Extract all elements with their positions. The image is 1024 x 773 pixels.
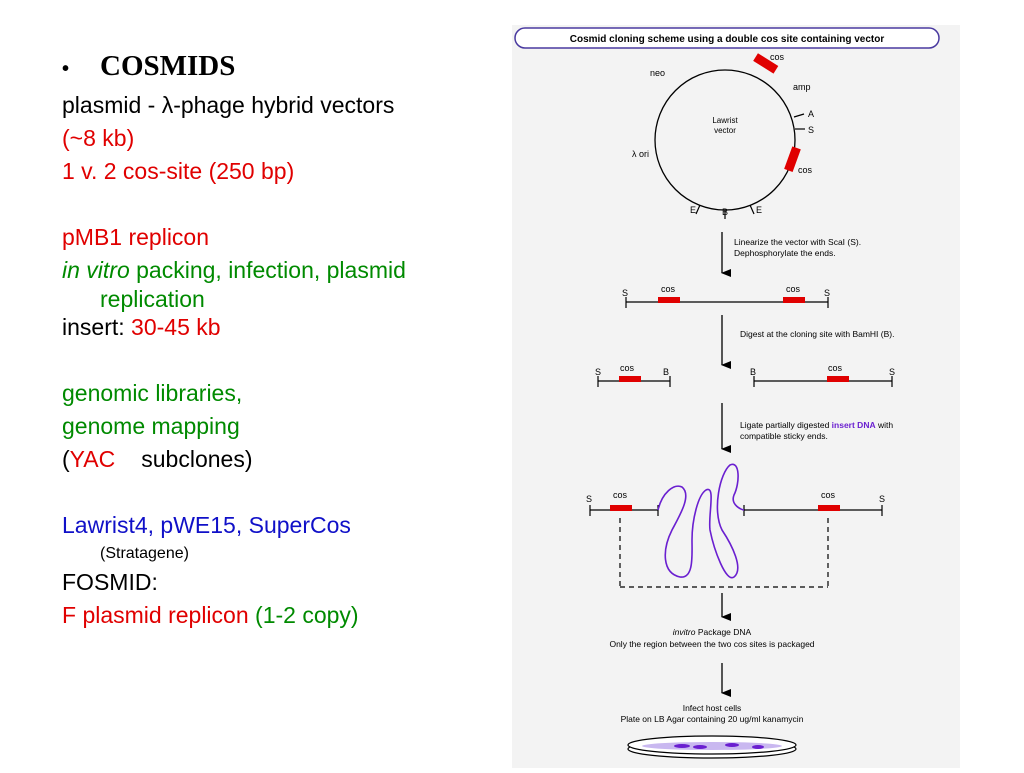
step3-pre: Ligate partially digested: [740, 420, 832, 430]
lig-cos-right: cos: [821, 490, 836, 500]
frag-cos-right: cos: [828, 363, 843, 373]
neo-label: neo: [650, 68, 665, 78]
mapping-line: genome mapping: [62, 413, 240, 439]
plasmid-label-2: vector: [714, 126, 736, 135]
frag-s-left: S: [595, 367, 601, 377]
stratagene-line: (Stratagene): [100, 545, 189, 562]
yac-text: YAC: [69, 446, 116, 472]
packing-line: in vitro packing, infection, plasmid: [62, 254, 512, 287]
petri-dish: [627, 735, 797, 759]
f-replicon-line: F plasmid replicon (1-2 copy): [62, 599, 512, 632]
title-bullet: •: [62, 58, 70, 80]
step5-text-2: Plate on LB Agar containing 20 ug/ml kan…: [621, 714, 804, 724]
frag-b-right: B: [750, 367, 756, 377]
step3-text-2: compatible sticky ends.: [740, 431, 828, 441]
frag-cos-left: cos: [620, 363, 635, 373]
yac-open: (: [62, 446, 70, 472]
lin-s-left: S: [622, 288, 628, 298]
plasmid-label-1: Lawrist: [712, 116, 738, 125]
lig-cos-left: cos: [613, 490, 628, 500]
step4-package: Package DNA: [695, 627, 751, 637]
diagram-title-frame: [514, 27, 940, 49]
cosmid-diagram-svg: Cosmid cloning scheme using a double cos…: [514, 27, 940, 759]
spacer: [62, 188, 512, 221]
f-replicon-text: F plasmid replicon: [62, 602, 249, 628]
linearized-vector: [625, 297, 829, 308]
ligated-product: [589, 463, 883, 579]
step3-insert-dna: insert DNA: [832, 420, 876, 430]
plasmid-circle: [654, 69, 796, 211]
fosmid-line: FOSMID:: [62, 569, 158, 595]
package-region-dashed: [619, 518, 829, 588]
step5-text-1: Infect host cells: [683, 703, 742, 713]
text-panel: • COSMIDS plasmid - λ-phage hybrid vector…: [62, 48, 512, 632]
step4-invitro: invitro: [673, 627, 696, 637]
spacer: [62, 344, 512, 377]
yac-line: (YAC subclones): [62, 443, 512, 476]
copy-text: (1-2 copy): [255, 602, 359, 628]
cos-marker-right: [784, 146, 801, 172]
hybrid-line: plasmid - λ-phage hybrid vectors: [62, 92, 395, 118]
yac-rest: subclones): [141, 446, 253, 472]
cosmid-diagram: Cosmid cloning scheme using a double cos…: [512, 25, 960, 768]
lin-s-right: S: [824, 288, 830, 298]
cos-site-line: 1 v. 2 cos-site (250 bp): [62, 158, 295, 184]
e-site-label-right: E: [756, 205, 762, 215]
e-site-label-left: E: [690, 205, 696, 215]
lig-s-right: S: [879, 494, 885, 504]
packing-line-cont: replication: [100, 286, 205, 312]
slide-title: • COSMIDS: [62, 48, 512, 87]
amp-label: amp: [793, 82, 811, 92]
packing-text: packing, infection, plasmid: [129, 257, 406, 283]
frag-b-left: B: [663, 367, 669, 377]
diagram-title: Cosmid cloning scheme using a double cos…: [570, 34, 885, 45]
step1-text-1: Linearize the vector with ScaI (S).: [734, 237, 861, 247]
replicon-line: pMB1 replicon: [62, 224, 210, 250]
cos-marker-top: [753, 53, 779, 74]
in-vitro-text: in vitro: [62, 257, 130, 283]
step3-text-1: Ligate partially digested insert DNA wit…: [740, 420, 893, 430]
lambda-ori-label: λ ori: [632, 149, 649, 159]
frag-s-right: S: [889, 367, 895, 377]
lin-cos-left: cos: [661, 284, 676, 294]
step3-post: with: [876, 420, 894, 430]
a-site-label: A: [808, 109, 814, 119]
lig-s-left: S: [586, 494, 592, 504]
insert-dna-loop: [657, 463, 745, 579]
insert-line: insert: 30-45 kb: [62, 311, 512, 344]
s-site-label: S: [808, 125, 814, 135]
size-line: (~8 kb): [62, 125, 135, 151]
step4-text-1: invitro Package DNA: [673, 627, 752, 637]
site-ticks: [695, 113, 805, 219]
step1-text-2: Dephosphorylate the ends.: [734, 248, 836, 258]
step4-text-2: Only the region between the two cos site…: [609, 639, 814, 649]
insert-label: insert:: [62, 314, 132, 340]
vectors-line: Lawrist4, pWE15, SuperCos: [62, 512, 351, 538]
lin-cos-right: cos: [786, 284, 801, 294]
genomic-line: genomic libraries,: [62, 380, 243, 406]
spacer: [62, 476, 512, 509]
insert-value: 30-45 kb: [131, 314, 221, 340]
cos-label-top: cos: [770, 52, 785, 62]
step2-text: Digest at the cloning site with BamHI (B…: [740, 329, 894, 339]
title-text: COSMIDS: [100, 50, 236, 82]
digested-fragments: [597, 376, 893, 387]
cos-label-right: cos: [798, 165, 813, 175]
